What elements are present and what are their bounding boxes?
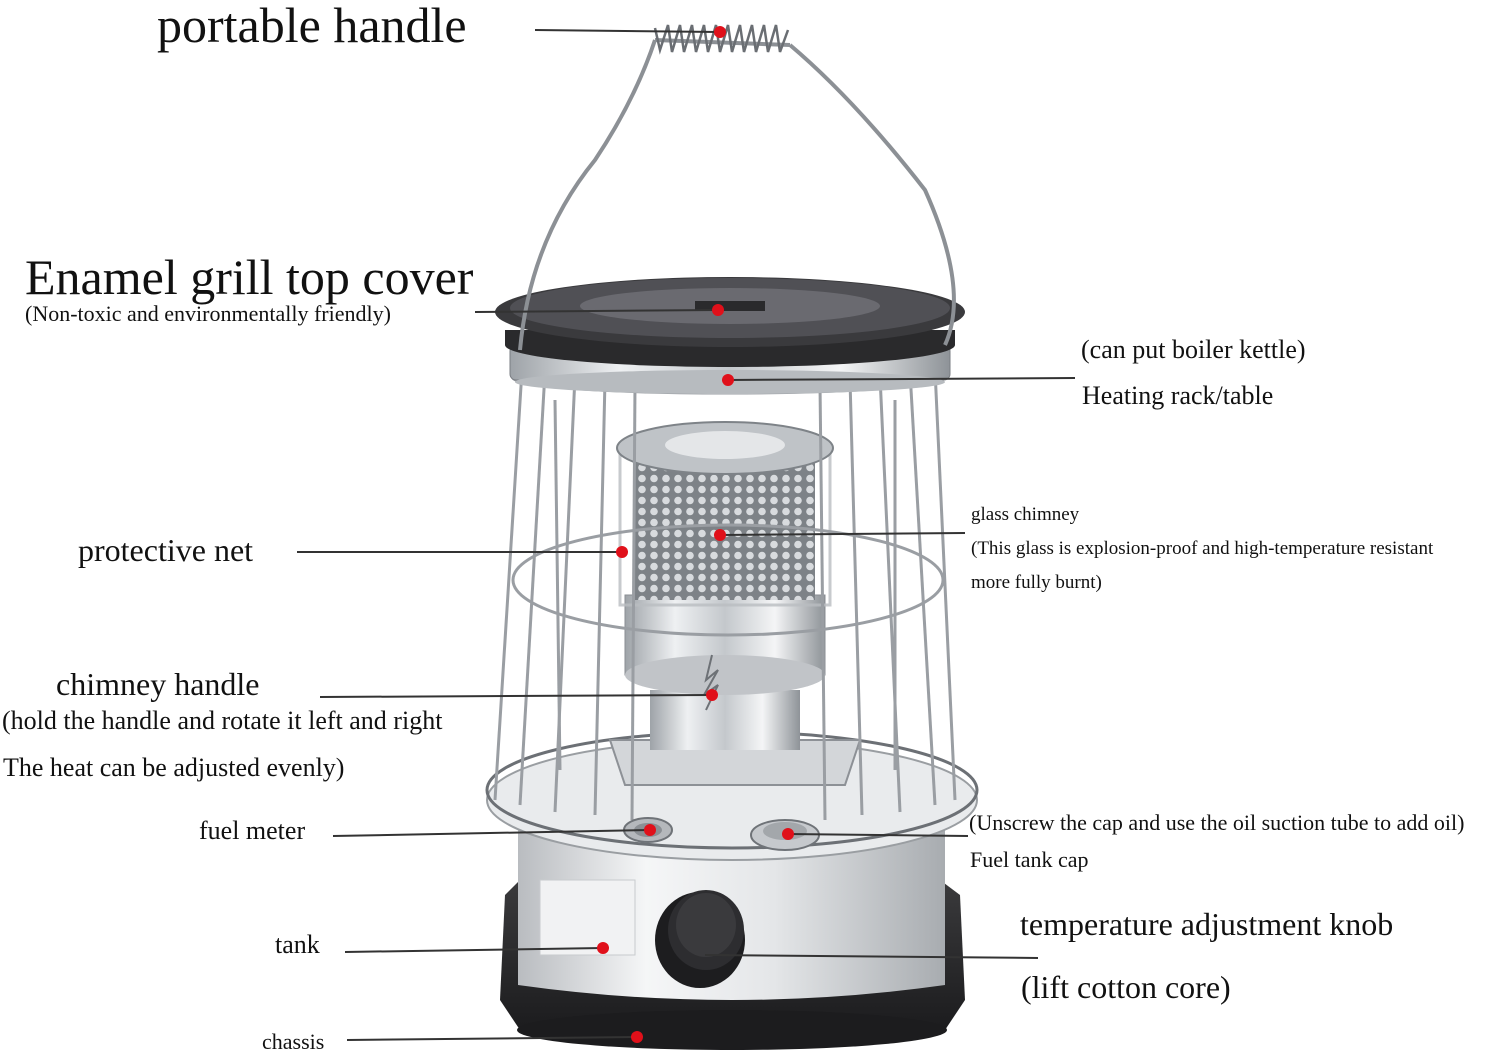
label-fuel-meter: fuel meter	[199, 816, 306, 845]
label-temp-knob-note: (lift cotton core)	[1021, 969, 1231, 1005]
marker-glass-chimney	[714, 529, 726, 541]
leader-chimney-handle	[319, 694, 713, 698]
label-heating-rack: Heating rack/table	[1082, 381, 1274, 410]
leader-glass-chimney	[719, 532, 966, 536]
top-cover-shape	[495, 277, 965, 367]
label-chimney-handle-note-1: (hold the handle and rotate it left and …	[2, 706, 443, 735]
label-fuel-cap-note: (Unscrew the cap and use the oil suction…	[969, 810, 1465, 835]
protective-net-shape	[493, 361, 957, 821]
label-chimney-handle-note-2: The heat can be adjusted evenly)	[3, 753, 345, 782]
chimney-mesh	[616, 421, 834, 607]
label-chimney-handle: chimney handle	[56, 666, 260, 702]
leader-enamel-cover	[474, 309, 719, 313]
portable-handle-shape	[518, 24, 956, 351]
label-glass-chimney-note-2: more fully burnt)	[971, 572, 1102, 593]
marker-fuel-meter	[644, 824, 656, 836]
label-protective-net: protective net	[78, 532, 254, 568]
label-glass-chimney: glass chimney	[971, 504, 1080, 525]
label-enamel-cover: Enamel grill top cover	[25, 249, 474, 305]
temperature-knob-shape	[655, 890, 745, 988]
leader-tank	[344, 947, 604, 953]
marker-fuel-cap	[782, 828, 794, 840]
leader-chassis	[346, 1036, 638, 1041]
marker-portable-handle	[714, 26, 726, 38]
label-portable-handle: portable handle	[157, 0, 467, 53]
leader-portable-handle	[534, 29, 721, 33]
label-chassis: chassis	[262, 1029, 325, 1054]
label-fuel-cap: Fuel tank cap	[970, 847, 1089, 872]
leader-lines	[297, 29, 1076, 1041]
label-tank: tank	[275, 930, 320, 959]
leader-fuel-meter	[332, 829, 651, 837]
chimney-handle-shape	[703, 654, 719, 711]
leader-fuel-cap	[787, 833, 969, 837]
leader-temp-knob	[704, 954, 1039, 959]
marker-tank	[597, 942, 609, 954]
marker-protective-net	[616, 546, 628, 558]
label-glass-chimney-note-1: (This glass is explosion-proof and high-…	[971, 538, 1434, 559]
marker-heating-rack	[722, 374, 734, 386]
marker-enamel-cover	[712, 304, 724, 316]
label-heating-rack-note: (can put boiler kettle)	[1081, 335, 1306, 364]
leader-heating-rack	[727, 377, 1076, 381]
burner-plate	[608, 690, 862, 786]
marker-chassis	[631, 1031, 643, 1043]
label-temp-knob: temperature adjustment knob	[1020, 906, 1394, 942]
markers	[597, 26, 794, 1043]
chimney-lower	[624, 594, 826, 695]
label-enamel-cover-note: (Non-toxic and environmentally friendly)	[25, 301, 391, 326]
marker-chimney-handle	[706, 689, 718, 701]
